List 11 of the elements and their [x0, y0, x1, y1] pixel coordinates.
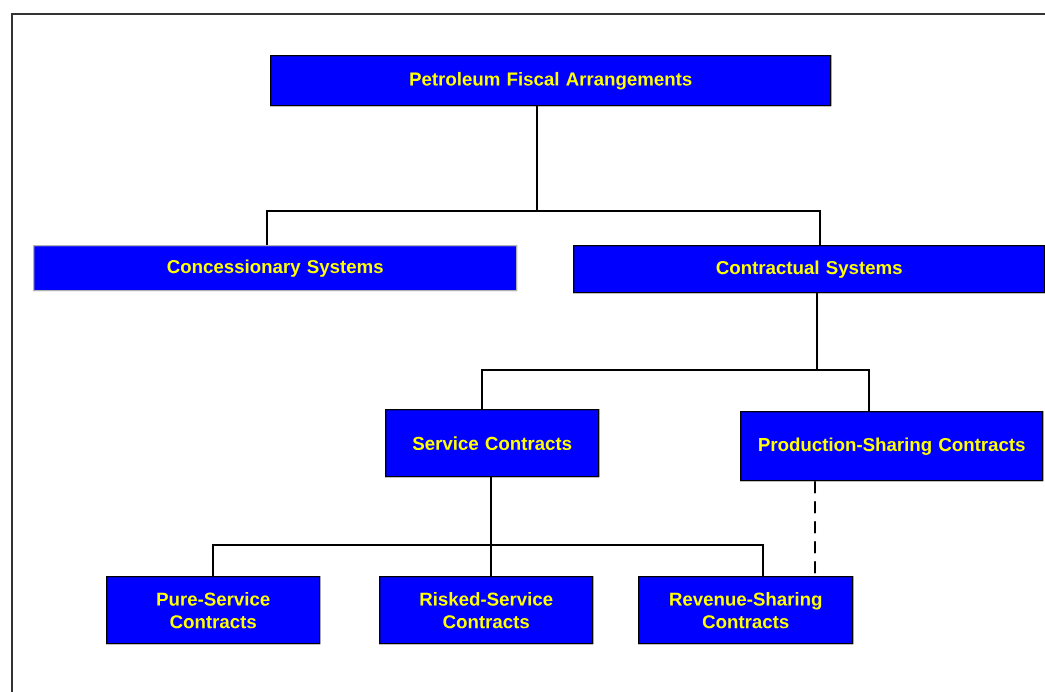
connector	[490, 476, 764, 577]
box: Concessionary Systems	[33, 245, 518, 292]
box: Risked-Service Contracts	[379, 576, 594, 645]
box: Pure-Service Contracts	[106, 576, 321, 645]
box: Revenue-Sharing Contracts	[638, 576, 854, 645]
box: Petroleum Fiscal Arrangements	[270, 55, 832, 107]
connector	[816, 292, 870, 412]
box: Contractual Systems	[573, 245, 1045, 294]
box: Service Contracts	[385, 409, 600, 478]
connector	[536, 105, 821, 246]
box: Production-Sharing Contracts	[740, 411, 1044, 482]
